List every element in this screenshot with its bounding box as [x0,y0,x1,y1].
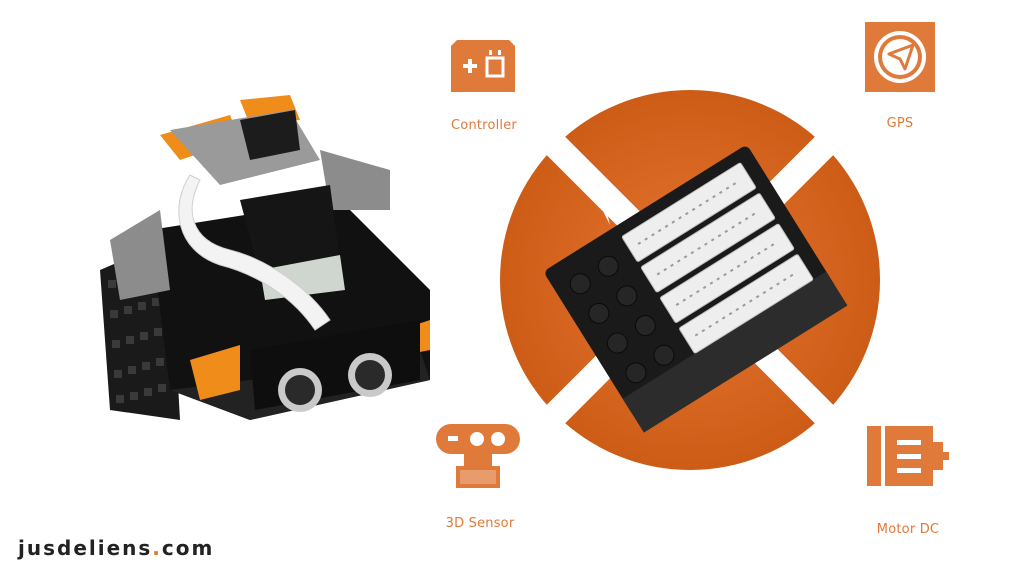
hub-ring-graphic [500,90,880,470]
gps-icon [865,22,935,92]
brand-watermark: jusdeliens.com [18,536,214,560]
sensor-icon [436,424,520,488]
gps-label: GPS [886,116,914,131]
motor-label: Motor DC [876,522,940,537]
brand-tld: com [161,536,215,560]
brand-dot: . [152,536,162,560]
brand-name: jusdeliens [18,536,153,560]
controller-icon [451,40,515,92]
controller-label: Controller [451,118,517,133]
motor-icon [867,426,949,486]
sensor-label: 3D Sensor [445,516,515,531]
robot-tank-image [100,95,430,420]
